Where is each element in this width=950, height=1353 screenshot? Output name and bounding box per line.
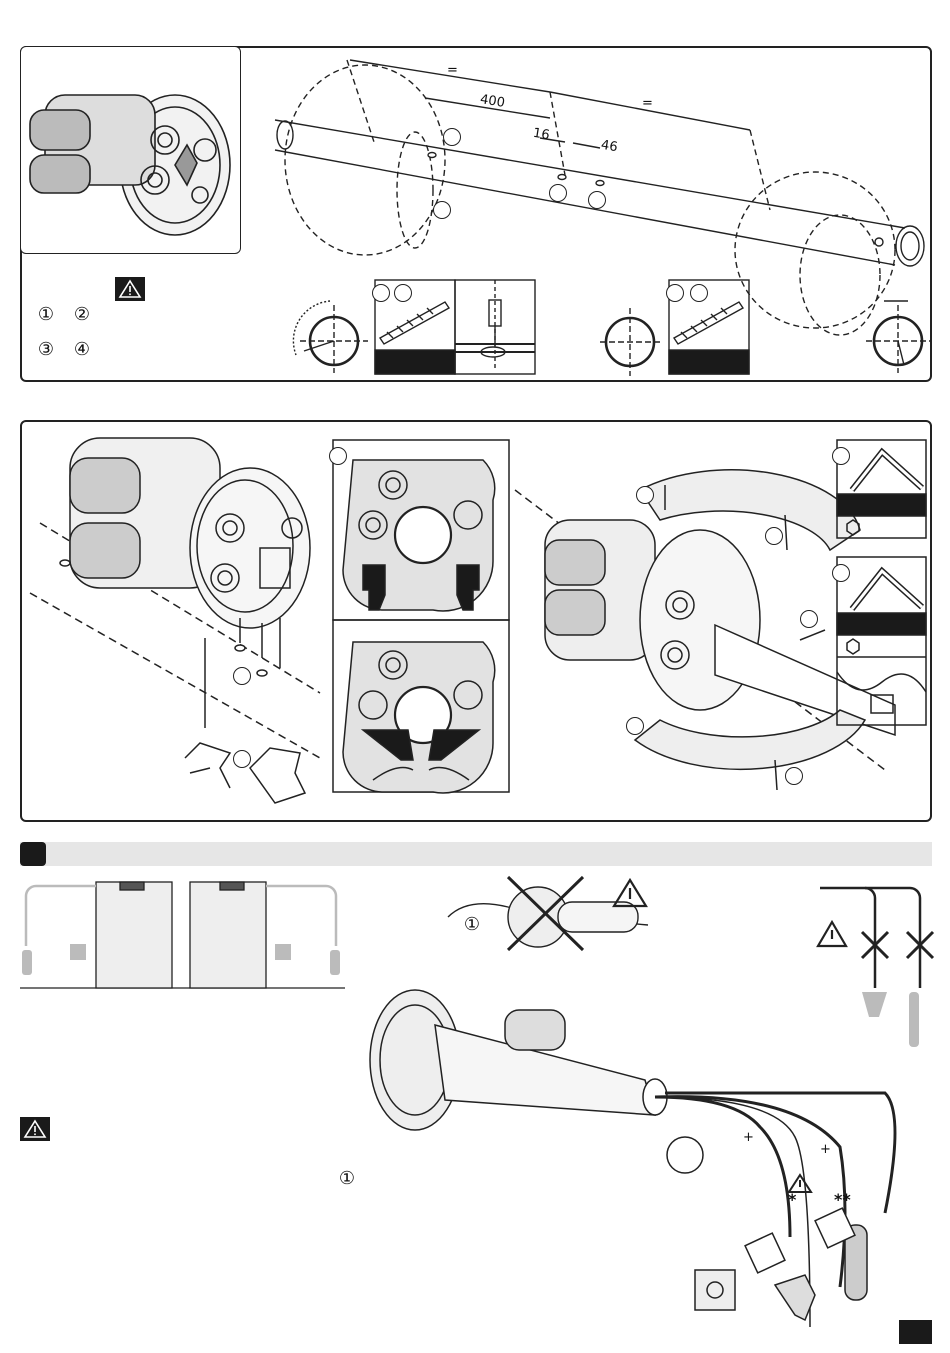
hex-key-icon xyxy=(837,440,927,540)
motor-assembly-left xyxy=(30,428,330,813)
callout-hex-1 xyxy=(832,447,850,465)
dim-16: 16 xyxy=(532,126,551,143)
callout-ring-d xyxy=(626,717,644,735)
crossed-motor-warning xyxy=(448,872,663,952)
page-number-box xyxy=(899,1320,932,1344)
tube-cross-section-left xyxy=(290,295,370,375)
warning-triangle-icon-lower xyxy=(20,1117,50,1141)
callout-clip-box xyxy=(329,447,347,465)
hex-key-icon-2 xyxy=(837,557,927,727)
clip-detail-box xyxy=(333,440,510,822)
shutter-side-diagram xyxy=(20,878,345,993)
callout-drill-1 xyxy=(372,284,390,302)
tube-cross-section-mid xyxy=(600,300,660,380)
motor-wiring-install xyxy=(355,985,925,1345)
callout-hex-2 xyxy=(832,564,850,582)
tube-drawing xyxy=(255,50,935,290)
callout-hole-c xyxy=(549,184,567,202)
callout-drill-4 xyxy=(690,284,708,302)
callout-ring-c xyxy=(800,610,818,628)
callout-ring-a xyxy=(636,486,654,504)
section-header-bar xyxy=(20,842,932,866)
mark-plus-a: + xyxy=(743,1130,754,1145)
dim-46: 46 xyxy=(600,138,619,155)
callout-ring-e xyxy=(785,767,803,785)
callout-ring-b xyxy=(765,527,783,545)
warning-triangle-icon xyxy=(115,277,145,301)
step-marker-install-a: ① xyxy=(463,916,481,934)
mark-plus-b: + xyxy=(820,1142,831,1157)
callout-bracket-b xyxy=(233,750,251,768)
callout-drill-2 xyxy=(394,284,412,302)
mark-asterisk-double: ** xyxy=(834,1190,851,1209)
section-number-box xyxy=(20,842,46,866)
dim-equal-left: = xyxy=(447,63,458,78)
step-marker-2: ② xyxy=(73,306,91,324)
callout-hole-d xyxy=(588,191,606,209)
step-marker-4: ④ xyxy=(73,341,91,359)
callout-drill-3 xyxy=(666,284,684,302)
callout-hole-a xyxy=(443,128,461,146)
dim-equal-right: = xyxy=(642,96,653,111)
tube-cross-section-right xyxy=(866,295,936,375)
mark-asterisk-single: * xyxy=(788,1190,796,1209)
step-marker-1: ① xyxy=(37,306,55,324)
step-marker-install-b: ① xyxy=(338,1170,356,1188)
callout-hole-b xyxy=(433,201,451,219)
step-marker-3: ③ xyxy=(37,341,55,359)
motor-thumbnail-illustration xyxy=(25,55,235,245)
callout-bracket-a xyxy=(233,667,251,685)
